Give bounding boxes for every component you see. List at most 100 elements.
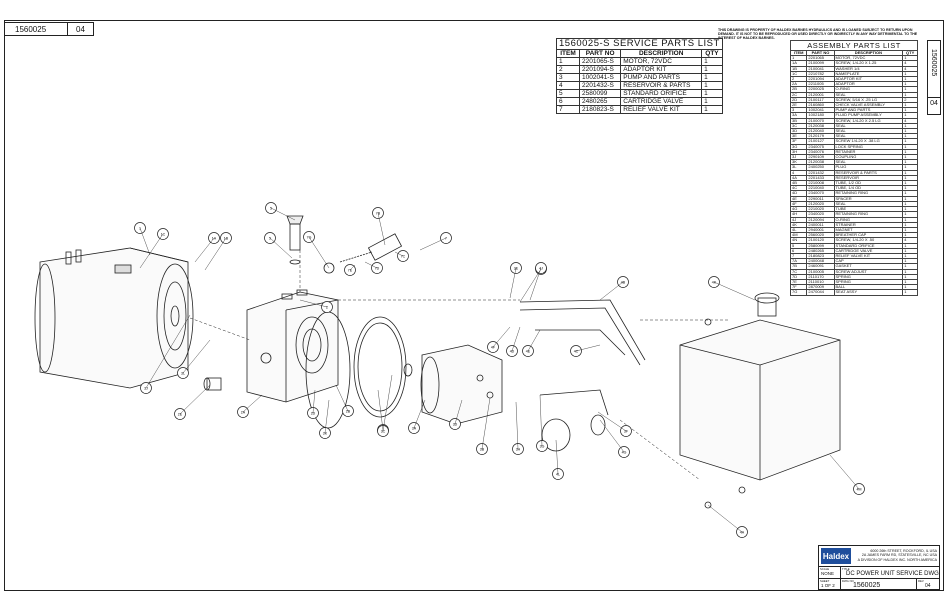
- callout-label: 2A: [241, 410, 246, 414]
- table-cell: 2200025: [806, 86, 835, 93]
- seal-2b: [353, 316, 407, 418]
- table-cell: SCREW, 5/16 X .25 LG: [833, 96, 904, 104]
- leader-line: [394, 251, 404, 257]
- leader-line: [364, 261, 378, 269]
- table-cell: 2201094: [806, 75, 835, 83]
- callout-label: 1A: [212, 236, 217, 240]
- table-cell: 2290109: [806, 154, 835, 161]
- strainer-drawing: [541, 414, 606, 452]
- table-cell: 2120038: [806, 122, 835, 130]
- table-cell: 1002041: [806, 107, 835, 114]
- table-cell: PUMP AND PARTS: [833, 107, 904, 114]
- leader-line: [182, 339, 211, 374]
- table-cell: 2100099: [806, 60, 835, 67]
- property-notice: THIS DRAWING IS PROPERTY OF HALDEX BARNE…: [718, 28, 918, 41]
- callout-label: 3L: [181, 371, 185, 375]
- leader-line: [413, 399, 426, 429]
- pump-drawing: [420, 344, 503, 425]
- callout-label: 2: [326, 305, 328, 309]
- callout-label: 4E: [526, 349, 531, 353]
- leader-line: [382, 374, 393, 432]
- table-cell: 2110010: [806, 278, 835, 286]
- leader-line: [529, 267, 542, 301]
- table-cell: 2470044: [806, 289, 835, 296]
- leader-line: [509, 267, 517, 299]
- table-cell: 2120001: [806, 91, 835, 98]
- table-cell: STANDARD ORIFICE: [833, 242, 904, 249]
- cartridge-valve-drawing: [286, 215, 304, 265]
- leader-line: [575, 344, 601, 352]
- tubes-drawing: [519, 299, 646, 416]
- column-header: ITEM: [789, 49, 808, 57]
- table-cell: 2340075: [806, 143, 835, 150]
- header-strip: 1560025 04: [4, 22, 94, 36]
- table-cell: SCREW, 1/4-20 X 1.25: [833, 60, 904, 67]
- callout-label: 4L: [556, 472, 560, 476]
- table-cell: 2210020: [806, 206, 835, 213]
- column-header: DESCRIPTION: [833, 49, 904, 57]
- callout-label: 5: [269, 236, 271, 240]
- callout-label: 2B: [346, 409, 351, 413]
- table-cell: 2201432: [806, 169, 835, 176]
- table-cell: 2120179: [806, 133, 835, 140]
- table-cell: 1002180: [806, 112, 835, 119]
- table-cell: 2180823-S: [578, 105, 622, 114]
- callout-label: 2D: [311, 411, 316, 415]
- table-cell: 2210782: [806, 70, 835, 78]
- table-cell: SCREW, 1/4-20 X .50: [833, 237, 904, 244]
- table-cell: 2201065: [806, 55, 835, 62]
- leader-line: [599, 281, 624, 301]
- table-cell: 2340070: [806, 190, 835, 197]
- table-cell: 2340020: [806, 211, 835, 218]
- callout-label: 3G: [540, 444, 545, 448]
- leader-line: [599, 419, 625, 453]
- leader-line: [515, 401, 519, 450]
- table-cell: 2100127: [806, 138, 835, 145]
- callout-label: 3E: [514, 266, 519, 270]
- callout-label: 4F: [491, 345, 496, 349]
- leader-line: [519, 268, 542, 303]
- leader-line: [335, 384, 349, 412]
- rev-label: REV: [918, 579, 924, 583]
- callout-label: 3A: [412, 426, 417, 430]
- title-block: Haldex 6000 26th STREET, ROCKFORD, IL US…: [818, 545, 940, 591]
- title-label: TITLE: [842, 567, 850, 571]
- callout-label: 7C: [401, 254, 406, 258]
- table-cell: RELIEF VALVE KIT: [620, 105, 703, 114]
- motor-drawing: [34, 247, 194, 389]
- check-valve-drawing: [203, 377, 222, 391]
- leader-line: [308, 236, 330, 269]
- leader-line: [511, 326, 521, 352]
- table-cell: 2940001: [806, 226, 835, 234]
- leader-line: [555, 439, 559, 475]
- table-cell: 2201433: [806, 174, 835, 182]
- table-cell: 2100070: [806, 117, 835, 124]
- callout-label: 3B: [480, 447, 485, 451]
- number-row: SHEET 1 OF 2 DWG NO 1560025 REV 04: [819, 578, 939, 591]
- leader-line: [269, 237, 293, 259]
- title-dwg-number: 1560025: [853, 582, 881, 589]
- callout-label: 7: [445, 236, 447, 240]
- table-cell: 2120020: [806, 200, 835, 208]
- table-cell: 2120040: [806, 128, 835, 135]
- table-cell: 2400250: [806, 164, 835, 171]
- address-line: 6000 26th STREET, ROCKFORD, IL USA: [870, 549, 937, 553]
- address-line: 2A JAMES FARM RD, STATESVILLE, NC USA: [861, 553, 937, 558]
- table-cell: 1: [701, 105, 723, 114]
- callout-bubble: [506, 345, 518, 357]
- table-cell: 2580099: [806, 242, 835, 249]
- leader-line: [139, 233, 164, 269]
- table-cell: 2870009: [806, 284, 835, 291]
- callout-label: 7D: [375, 266, 380, 270]
- leader-line: [492, 326, 511, 348]
- dwg-number: 1560025: [15, 24, 47, 34]
- column-header: QTY: [902, 49, 918, 57]
- relief-valve-drawing: [323, 233, 403, 274]
- leader-line: [707, 504, 743, 533]
